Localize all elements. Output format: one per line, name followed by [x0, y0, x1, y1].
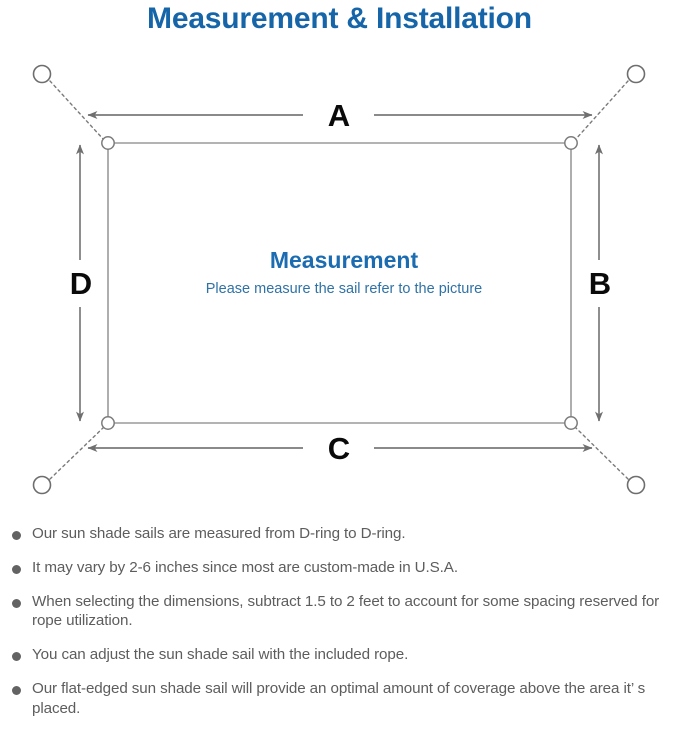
corner-d-rings — [101, 136, 578, 430]
note-text: Our sun shade sails are measured from D-… — [32, 525, 406, 542]
diagram-center-heading: Measurement — [270, 247, 419, 273]
rope-line-bottom-right — [574, 426, 629, 480]
bullet-icon — [12, 652, 21, 661]
bullet-icon — [12, 685, 21, 695]
note-text: It may vary by 2-6 inches since most are… — [32, 558, 458, 576]
anchor-ring-top-right — [626, 64, 646, 84]
d-ring-top-left — [101, 136, 115, 150]
list-item: Our flat-edged sun shade sail will provi… — [0, 679, 679, 719]
dimension-label-a: A — [328, 98, 350, 133]
anchor-ring-bottom-right — [626, 475, 646, 495]
note-text: You can adjust the sun shade sail with t… — [32, 646, 409, 663]
note-text: When selecting the dimensions, subtract … — [32, 592, 660, 630]
list-item: When selecting the dimensions, subtract … — [0, 592, 679, 632]
list-item: You can adjust the sun shade sail with t… — [0, 645, 679, 665]
rope-line-top-left — [49, 80, 105, 141]
d-ring-bottom-left — [101, 416, 115, 430]
bullet-icon — [12, 564, 21, 574]
measurement-diagram: A C D B Measurement Please measure the s… — [0, 45, 679, 515]
list-item: It may vary by 2-6 inches since most are… — [0, 558, 679, 578]
page-title: Measurement & Installation — [147, 2, 532, 35]
note-text: Our flat-edged sun shade sail will provi… — [32, 679, 646, 717]
bullet-icon — [12, 531, 21, 540]
notes-list: Our sun shade sails are measured from D-… — [0, 524, 679, 732]
rope-line-bottom-left — [49, 426, 105, 480]
rope-line-top-right — [574, 80, 629, 141]
d-ring-top-right — [564, 136, 578, 150]
anchor-ring-top-left — [32, 64, 52, 84]
rope-lines — [49, 80, 629, 480]
anchor-ring-bottom-left — [32, 475, 52, 495]
dimension-label-d: D — [70, 266, 92, 301]
list-item: Our sun shade sails are measured from D-… — [0, 524, 679, 544]
bullet-icon — [12, 598, 21, 608]
dimension-label-c: C — [328, 431, 350, 466]
shade-sail-rect — [107, 142, 572, 424]
dimension-label-b: B — [589, 266, 611, 301]
diagram-center-subtext: Please measure the sail refer to the pic… — [206, 281, 482, 297]
anchor-rings — [32, 64, 646, 495]
d-ring-bottom-right — [564, 416, 578, 430]
